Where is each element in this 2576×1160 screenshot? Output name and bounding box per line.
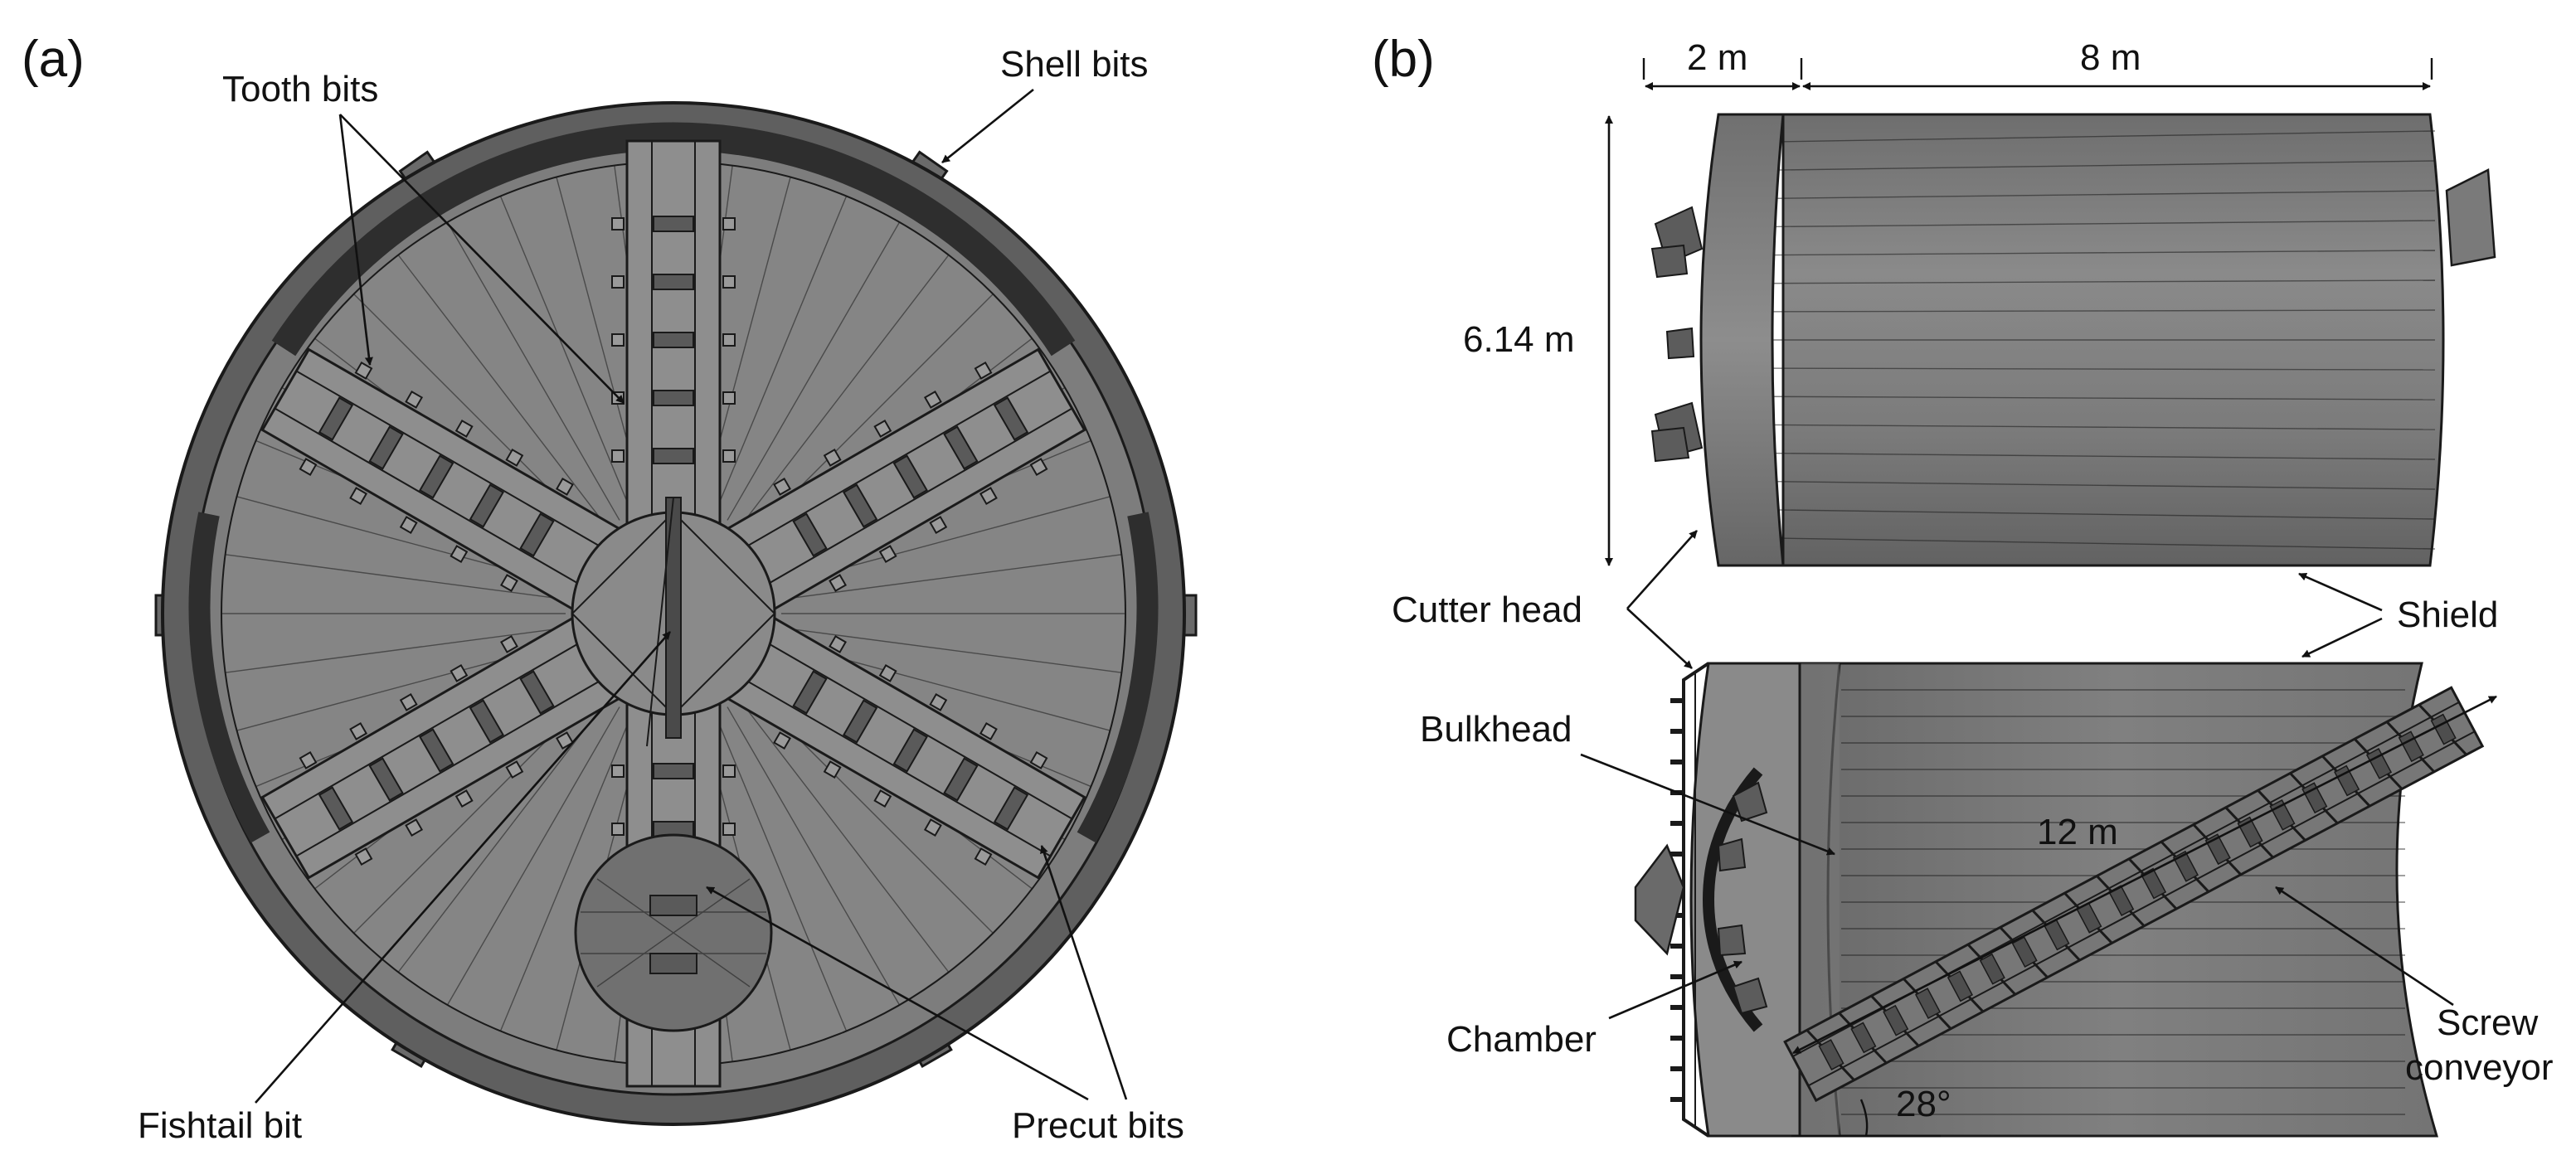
- precut-bits-label: Precut bits: [1012, 1105, 1184, 1146]
- panel-a: (a): [22, 31, 1198, 1146]
- chamber-label: Chamber: [1446, 1019, 1597, 1060]
- conveyor-exit-stub: [2445, 168, 2496, 267]
- conveyor-label: conveyor: [2405, 1047, 2554, 1088]
- fishtail-bit-shape: [665, 497, 682, 739]
- shield-label: Shield: [2397, 595, 2498, 635]
- cutter-head-side: [1699, 113, 1785, 567]
- center-cutter: [1634, 843, 1685, 956]
- panel-b: (b) 2 m 8 m 6.14 m: [1372, 31, 2554, 1138]
- dim-conveyor-angle: 28°: [1896, 1084, 1951, 1124]
- tooth-bits-label: Tooth bits: [222, 69, 378, 109]
- cutter-head-label: Cutter head: [1392, 590, 1582, 630]
- fishtail-bit-label: Fishtail bit: [138, 1105, 302, 1146]
- screw-label: Screw: [2437, 1002, 2538, 1043]
- dim-conveyor-length: 12 m: [2037, 812, 2118, 852]
- shell-bits-label: Shell bits: [1000, 44, 1149, 85]
- cutter-head-front-view: [154, 101, 1198, 1126]
- panel-a-label: (a): [22, 31, 85, 88]
- conveyor-length-line: [1792, 695, 2497, 1055]
- dim-shield-length: 8 m: [2080, 37, 2141, 78]
- dim-diameter: 6.14 m: [1463, 319, 1575, 360]
- tbm-cutaway-view: [1634, 662, 2485, 1138]
- bulkhead-shape: [1702, 767, 1763, 1032]
- bulkhead-label: Bulkhead: [1420, 709, 1572, 750]
- dim-cutter-head-length: 2 m: [1687, 37, 1747, 78]
- panel-b-label: (b): [1372, 31, 1435, 88]
- cutter-head-section: [1689, 662, 1801, 1138]
- dimension-lines: [1605, 58, 2433, 566]
- shield-facets: [1723, 130, 2436, 550]
- tbm-side-view: [1650, 113, 2496, 567]
